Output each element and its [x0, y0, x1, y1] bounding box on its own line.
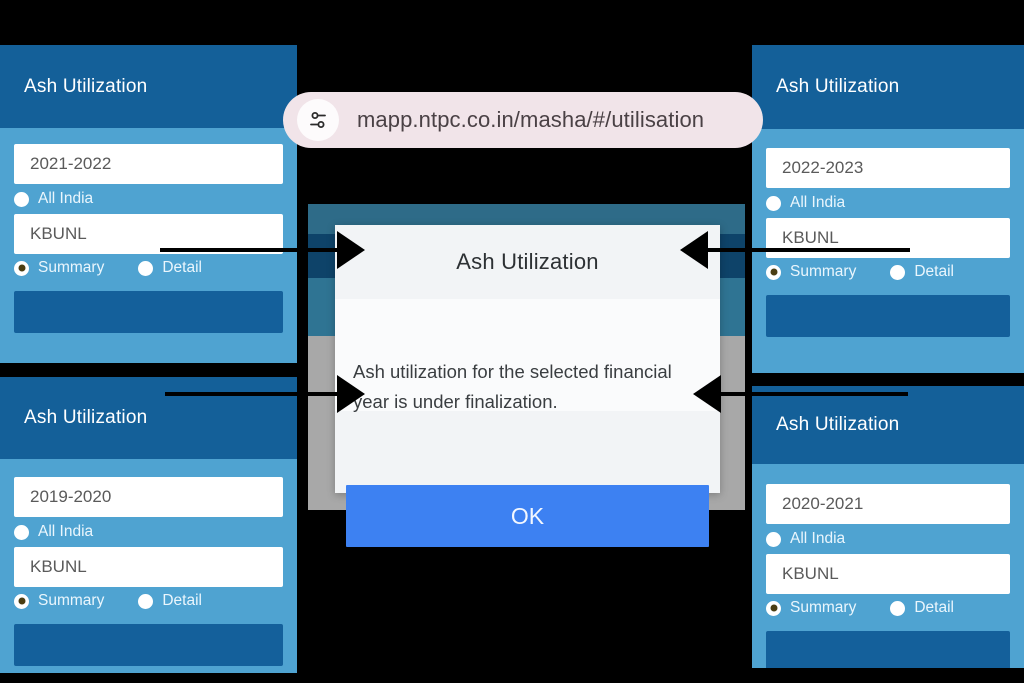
dialog-body: Ash utilization for the selected financi…: [335, 299, 720, 547]
all-india-radio-label-top-right: All India: [790, 194, 846, 211]
show-summary-button-bottom-right[interactable]: [766, 631, 1010, 668]
panel-body-bottom-left: 2019-2020 All India KBUNL Summary Detail: [0, 459, 297, 666]
station-select-bottom-left[interactable]: KBUNL: [14, 547, 283, 587]
arrow-shaft: [165, 392, 340, 396]
all-india-radio-icon-bottom-right[interactable]: [766, 531, 781, 547]
arrow-shaft: [706, 248, 910, 252]
panel-title-bottom-right: Ash Utilization: [752, 386, 1024, 464]
view-mode-radio-row-bottom-left[interactable]: Summary Detail: [14, 587, 283, 615]
all-india-radio-row-bottom-left[interactable]: All India: [14, 517, 283, 547]
summary-radio-icon-bottom-left[interactable]: [14, 593, 29, 609]
summary-radio-label-top-right: Summary: [790, 263, 857, 280]
arrow-head-left-icon: [693, 375, 721, 413]
view-mode-radio-row-top-left[interactable]: Summary Detail: [14, 254, 283, 282]
tune-sliders-icon[interactable]: [297, 99, 339, 141]
summary-radio-label-bottom-right: Summary: [790, 599, 857, 616]
show-summary-button-top-right[interactable]: [766, 295, 1010, 337]
detail-radio-label-bottom-left: Detail: [162, 592, 202, 609]
station-select-top-left[interactable]: KBUNL: [14, 214, 283, 254]
detail-radio-icon-bottom-right[interactable]: [890, 600, 906, 616]
station-select-bottom-right[interactable]: KBUNL: [766, 554, 1010, 594]
panel-body-bottom-right: 2020-2021 All India KBUNL Summary Detail: [752, 464, 1024, 668]
financial-year-select-bottom-left[interactable]: 2019-2020: [14, 477, 283, 517]
dialog-message: Ash utilization for the selected financi…: [335, 299, 720, 412]
show-summary-button-top-left[interactable]: [14, 291, 283, 333]
ash-utilization-panel-top-left: Ash Utilization 2021-2022 All India KBUN…: [0, 45, 297, 363]
arrow-head-right-icon: [337, 375, 365, 413]
detail-radio-label-top-left: Detail: [162, 259, 202, 276]
ash-utilization-panel-bottom-right: Ash Utilization 2020-2021 All India KBUN…: [752, 386, 1024, 668]
all-india-radio-row-top-right[interactable]: All India: [766, 188, 1010, 218]
panel-title-top-left: Ash Utilization: [0, 45, 297, 128]
all-india-radio-icon-top-left[interactable]: [14, 191, 29, 207]
financial-year-select-bottom-right[interactable]: 2020-2021: [766, 484, 1010, 524]
panel-title-bottom-left: Ash Utilization: [0, 377, 297, 459]
ok-button[interactable]: OK: [346, 485, 709, 547]
detail-radio-label-top-right: Detail: [914, 263, 954, 280]
summary-radio-label-bottom-left: Summary: [38, 592, 105, 609]
url-text: mapp.ntpc.co.in/masha/#/utilisation: [357, 107, 705, 132]
ash-utilization-panel-top-right: Ash Utilization 2022-2023 All India KBUN…: [752, 45, 1024, 373]
ash-utilization-dialog: Ash Utilization Ash utilization for the …: [335, 225, 720, 547]
summary-radio-icon-top-right[interactable]: [766, 264, 781, 280]
summary-radio-icon-top-left[interactable]: [14, 260, 29, 276]
view-mode-radio-row-top-right[interactable]: Summary Detail: [766, 258, 1010, 286]
all-india-radio-label-top-left: All India: [38, 190, 94, 207]
summary-radio-label-top-left: Summary: [38, 259, 105, 276]
arrow-head-right-icon: [337, 231, 365, 269]
detail-radio-icon-top-right[interactable]: [890, 264, 906, 280]
summary-radio-icon-bottom-right[interactable]: [766, 600, 781, 616]
arrow-shaft: [719, 392, 908, 396]
financial-year-select-top-left[interactable]: 2021-2022: [14, 144, 283, 184]
detail-radio-label-bottom-right: Detail: [914, 599, 954, 616]
arrow-shaft: [160, 248, 340, 252]
arrow-head-left-icon: [680, 231, 708, 269]
financial-year-select-top-right[interactable]: 2022-2023: [766, 148, 1010, 188]
all-india-radio-icon-top-right[interactable]: [766, 195, 781, 211]
url-bar[interactable]: mapp.ntpc.co.in/masha/#/utilisation: [283, 92, 763, 148]
ash-utilization-panel-bottom-left: Ash Utilization 2019-2020 All India KBUN…: [0, 377, 297, 673]
detail-radio-icon-top-left[interactable]: [138, 260, 154, 276]
view-mode-radio-row-bottom-right[interactable]: Summary Detail: [766, 594, 1010, 622]
all-india-radio-row-top-left[interactable]: All India: [14, 184, 283, 214]
panel-body-top-left: 2021-2022 All India KBUNL Summary Detail: [0, 128, 297, 333]
dialog-title: Ash Utilization: [456, 249, 599, 274]
all-india-radio-icon-bottom-left[interactable]: [14, 524, 29, 540]
station-select-top-right[interactable]: KBUNL: [766, 218, 1010, 258]
panel-body-top-right: 2022-2023 All India KBUNL Summary Detail: [752, 129, 1024, 337]
show-summary-button-bottom-left[interactable]: [14, 624, 283, 666]
all-india-radio-label-bottom-left: All India: [38, 523, 94, 540]
panel-title-top-right: Ash Utilization: [752, 45, 1024, 129]
all-india-radio-label-bottom-right: All India: [790, 530, 846, 547]
detail-radio-icon-bottom-left[interactable]: [138, 593, 154, 609]
all-india-radio-row-bottom-right[interactable]: All India: [766, 524, 1010, 554]
